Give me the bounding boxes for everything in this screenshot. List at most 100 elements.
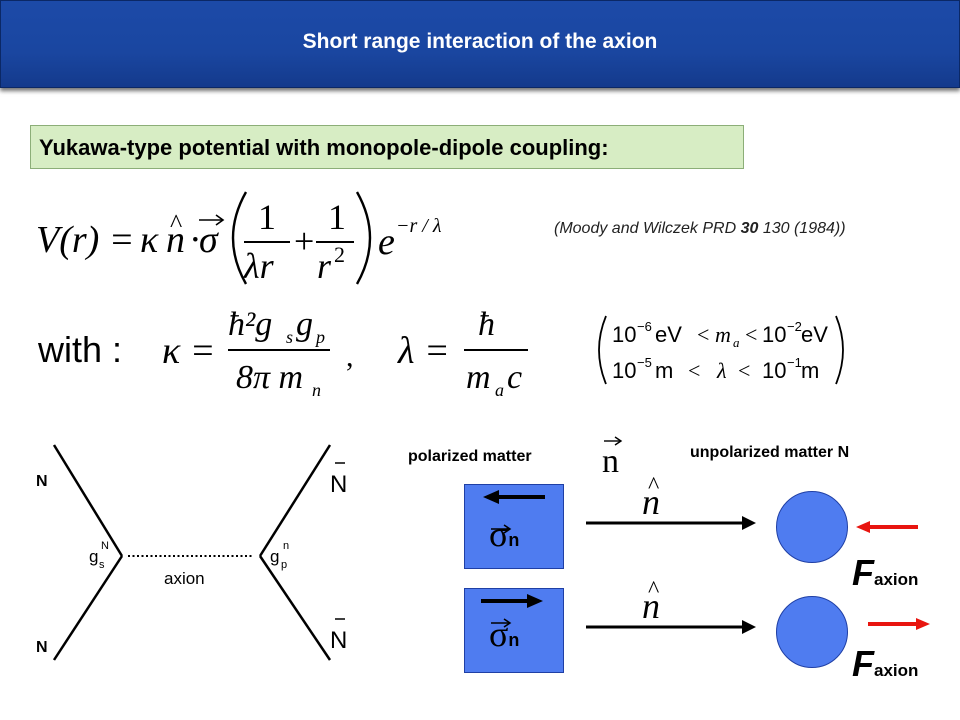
unpolarized-sphere-bottom [776, 596, 848, 668]
dot-operator: · [189, 219, 202, 261]
range2-right-unit: m [801, 358, 819, 383]
fraction1-denominator: λr [243, 246, 275, 286]
unpolarized-matter-label: unpolarized matter N [690, 444, 850, 461]
range1-right-exp: −2 [787, 319, 802, 334]
subtitle-box: Yukawa-type potential with monopole-dipo… [30, 125, 744, 169]
sigma-bottom-symbol: σ [489, 614, 509, 654]
vertex-label-bottom-right: N [330, 627, 347, 654]
polarized-matter-label: polarized matter [408, 448, 532, 465]
mediator-label: axion [164, 569, 205, 588]
reference-suffix: 130 (1984)) [758, 220, 846, 237]
range1-left-exp: −6 [637, 319, 652, 334]
kappa-def-comma: , [346, 340, 354, 373]
range2-left: 10 [612, 358, 636, 383]
lambda-def-den-c: c [507, 359, 522, 396]
plus-operator: + [294, 221, 314, 261]
range1-lt: < [697, 322, 709, 347]
exponential-power: −r / λ [396, 215, 442, 237]
range2-lt: < [688, 358, 700, 383]
spin-arrow-right-icon [481, 594, 543, 628]
with-label: with : [37, 329, 122, 370]
unpolarized-sphere-top [776, 491, 848, 563]
vertex-label-bottom-left: N [36, 639, 48, 656]
kappa-definition: κ = ħ²g s g p 8π m n , [162, 306, 354, 400]
kappa-def-gp-sub: p [314, 327, 325, 347]
polarized-sample-bottom: σn [464, 588, 564, 673]
coupling-left-sup: N [101, 540, 109, 552]
kappa-def-denominator: 8π m [236, 359, 303, 396]
vertex-label-top-right: N [330, 471, 347, 498]
kappa-def-g: g [296, 306, 313, 343]
lambda-def-lhs: λ = [397, 330, 450, 372]
force-bottom-sub: axion [874, 661, 919, 680]
fraction1-numerator: 1 [258, 197, 276, 237]
range2-left-exp: −5 [637, 355, 652, 370]
nhat-bottom-hat-icon: ^ [648, 577, 659, 603]
spin-arrow-left-icon [483, 490, 545, 534]
fermion-line-top-left [52, 444, 124, 557]
range1-lt2: < [745, 322, 757, 347]
parameter-ranges: 10 −6 eV < m a < 10 −2 eV 10 −5 m < λ < … [598, 315, 844, 385]
force-top-sub: axion [874, 570, 919, 589]
force-label-bottom: Faxion [852, 643, 918, 685]
kappa-def-numerator: ħ²g [228, 306, 272, 343]
force-label-top: Faxion [852, 552, 918, 594]
kappa-symbol: κ [140, 219, 159, 261]
nhat-hat-icon: ^ [170, 209, 182, 238]
kappa-def-gs-sub: s [286, 327, 293, 347]
sigma-bottom-sub: n [508, 630, 520, 650]
exponential-base: e [378, 221, 395, 263]
lambda-def-numerator: ħ [478, 306, 495, 343]
force-top-symbol: F [852, 552, 874, 593]
force-arrow-top [856, 521, 918, 533]
nhat-top-hat-icon: ^ [648, 473, 659, 499]
slide-subtitle: Yukawa-type potential with monopole-dipo… [39, 135, 609, 160]
range2-right-exp: −1 [787, 355, 802, 370]
ranges-left-paren-icon [598, 315, 607, 385]
lambda-def-den-sub: a [495, 380, 504, 400]
force-arrow-bottom [868, 618, 930, 630]
fraction2-exponent: 2 [334, 242, 345, 267]
feynman-diagram: N N N N g s N g p n axion [36, 444, 347, 661]
range2-right: 10 [762, 358, 786, 383]
potential-equation: V(r) = κ n ^ · σ 1 λr + 1 r 2 e −r / λ [36, 191, 442, 286]
lambda-def-denominator: m [466, 359, 491, 396]
sigma-top-sub: n [508, 530, 520, 550]
sigma-top-symbol: σ [489, 514, 509, 554]
sigma-n-bottom: σn [489, 613, 519, 655]
range2-unit: m [655, 358, 673, 383]
range1-mid-sub: a [733, 335, 740, 350]
kappa-def-lhs: κ = [162, 330, 215, 372]
vertex-label-top-left: N [36, 473, 48, 490]
polarized-n-symbol: n [602, 443, 619, 480]
lambda-definition: λ = ħ m a c [397, 306, 528, 400]
sigma-symbol: σ [199, 219, 219, 261]
reference-citation: (Moody and Wilczek PRD 30 130 (1984)) [554, 220, 846, 238]
fermion-line-top-right [258, 444, 332, 557]
fraction2-denominator: r [317, 246, 332, 286]
fermion-line-bottom-right [258, 555, 332, 661]
polarized-n-vector-icon [604, 436, 623, 446]
range1-mid: m [715, 322, 731, 347]
kappa-def-den-sub: n [312, 380, 321, 400]
polarized-sample-top: σn [464, 484, 564, 569]
nhat-arrow-bottom [586, 620, 756, 634]
force-bottom-symbol: F [852, 643, 874, 684]
sigma-n-top: σn [489, 513, 519, 555]
coupling-right-sub: p [281, 559, 287, 571]
range1-right: 10 [762, 322, 786, 347]
right-paren-icon [355, 191, 372, 285]
nhat-symbol: n [166, 219, 185, 261]
range2-mid: λ [716, 358, 727, 383]
fermion-line-bottom-left [52, 555, 124, 661]
range1-unit: eV [655, 322, 682, 347]
nhat-top: n [642, 482, 660, 522]
coupling-right: g [270, 547, 279, 566]
range1-left: 10 [612, 322, 636, 347]
reference-volume: 30 [740, 220, 759, 237]
potential-lhs: V(r) = [36, 219, 134, 261]
coupling-left: g [89, 547, 98, 566]
title-bar: Short range interaction of the axion [0, 0, 960, 88]
slide-title: Short range interaction of the axion [302, 30, 658, 53]
